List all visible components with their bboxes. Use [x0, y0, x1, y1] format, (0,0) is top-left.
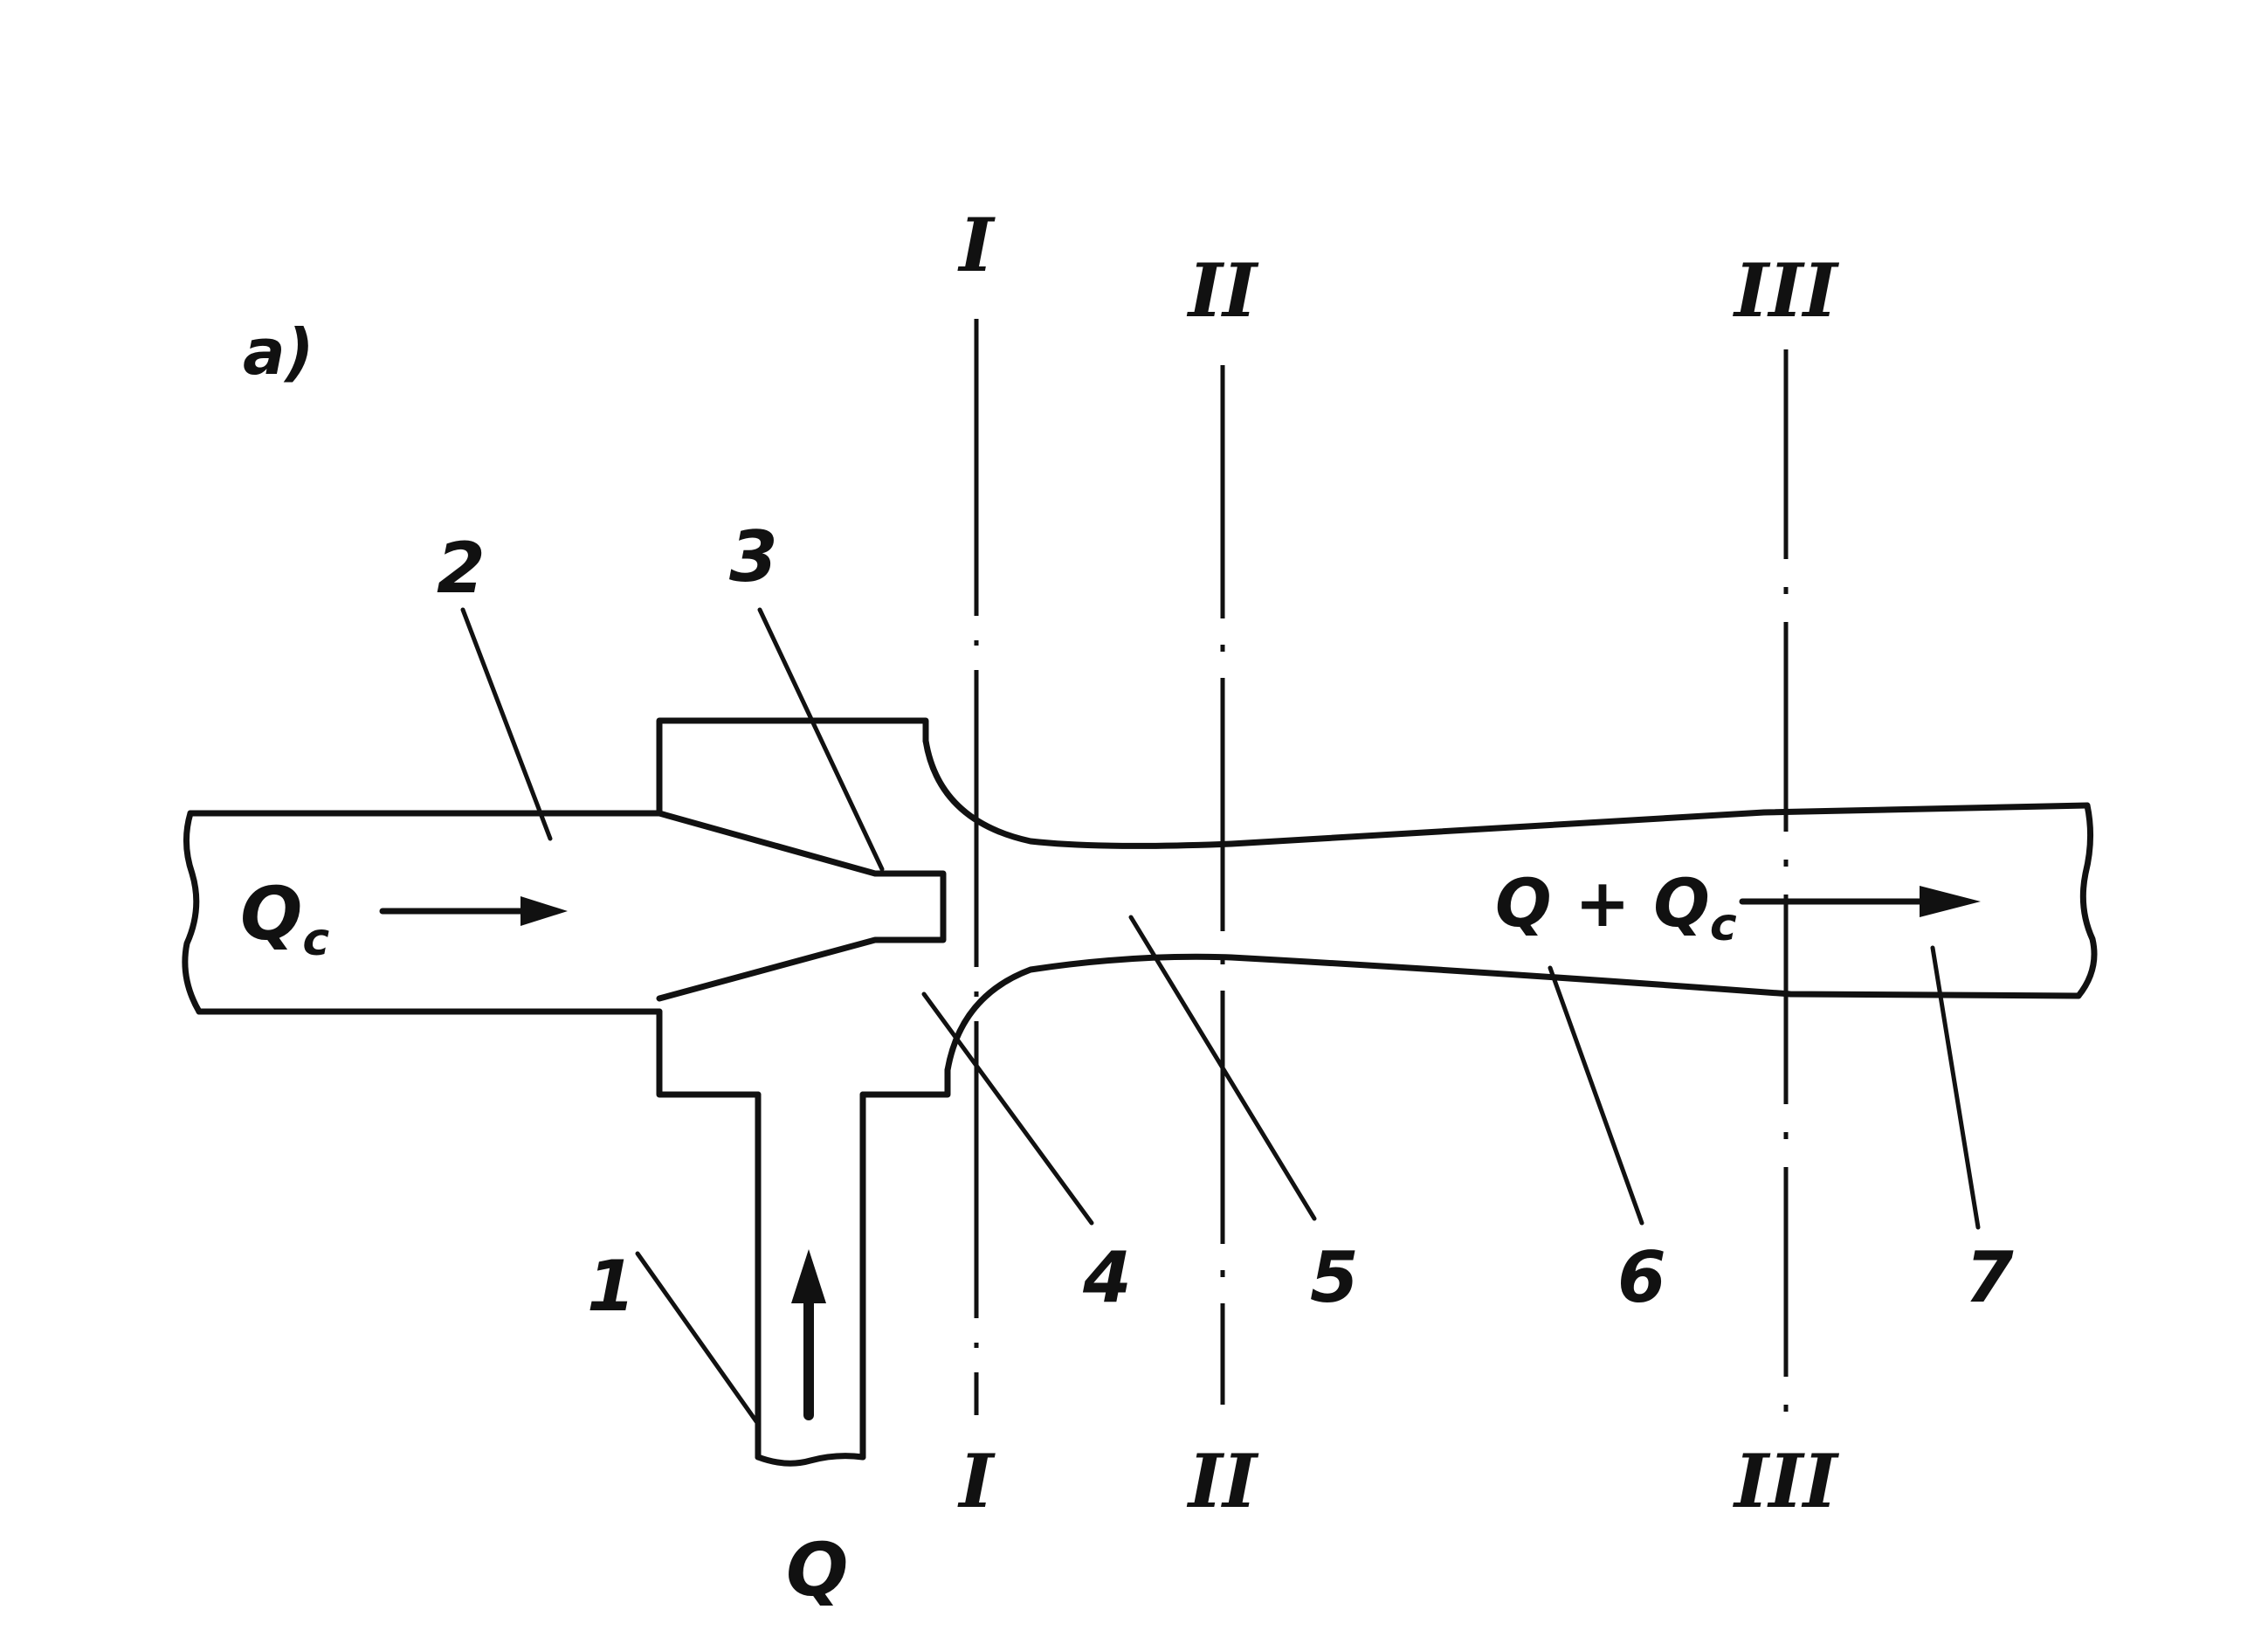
flow-suction-label: Q [786, 1527, 848, 1613]
section-label-I-top: I [957, 202, 996, 288]
flow-out-label: Q + Qc [1495, 864, 1737, 951]
section-label-II-bottom: II [1187, 1438, 1259, 1524]
suction-pipe [755, 1091, 866, 1467]
part-label-7: 7 [1965, 1237, 2014, 1318]
mixing-chamber-housing [656, 717, 951, 1098]
part-label-6: 6 [1617, 1237, 1666, 1318]
part-label-1: 1 [587, 1246, 636, 1327]
section-label-I-bottom: I [957, 1438, 996, 1524]
inlet-pipe [182, 810, 663, 1015]
section-label-III-bottom: III [1733, 1438, 1840, 1524]
part-label-5: 5 [1310, 1237, 1359, 1318]
flow-in-label: Qc [240, 871, 329, 966]
part-label-2: 2 [437, 528, 486, 609]
arrow-up-icon [791, 1249, 826, 1420]
panel-label: a) [243, 315, 314, 389]
part-label-3: 3 [729, 516, 778, 598]
leader-lines [460, 607, 1981, 1426]
arrow-right-outlet-icon [1739, 886, 1981, 917]
section-label-III-top: III [1733, 247, 1840, 334]
section-label-II-top: II [1187, 247, 1259, 334]
part-label-4: 4 [1082, 1237, 1132, 1318]
nozzle [656, 810, 947, 1002]
arrow-right-icon [379, 896, 568, 926]
